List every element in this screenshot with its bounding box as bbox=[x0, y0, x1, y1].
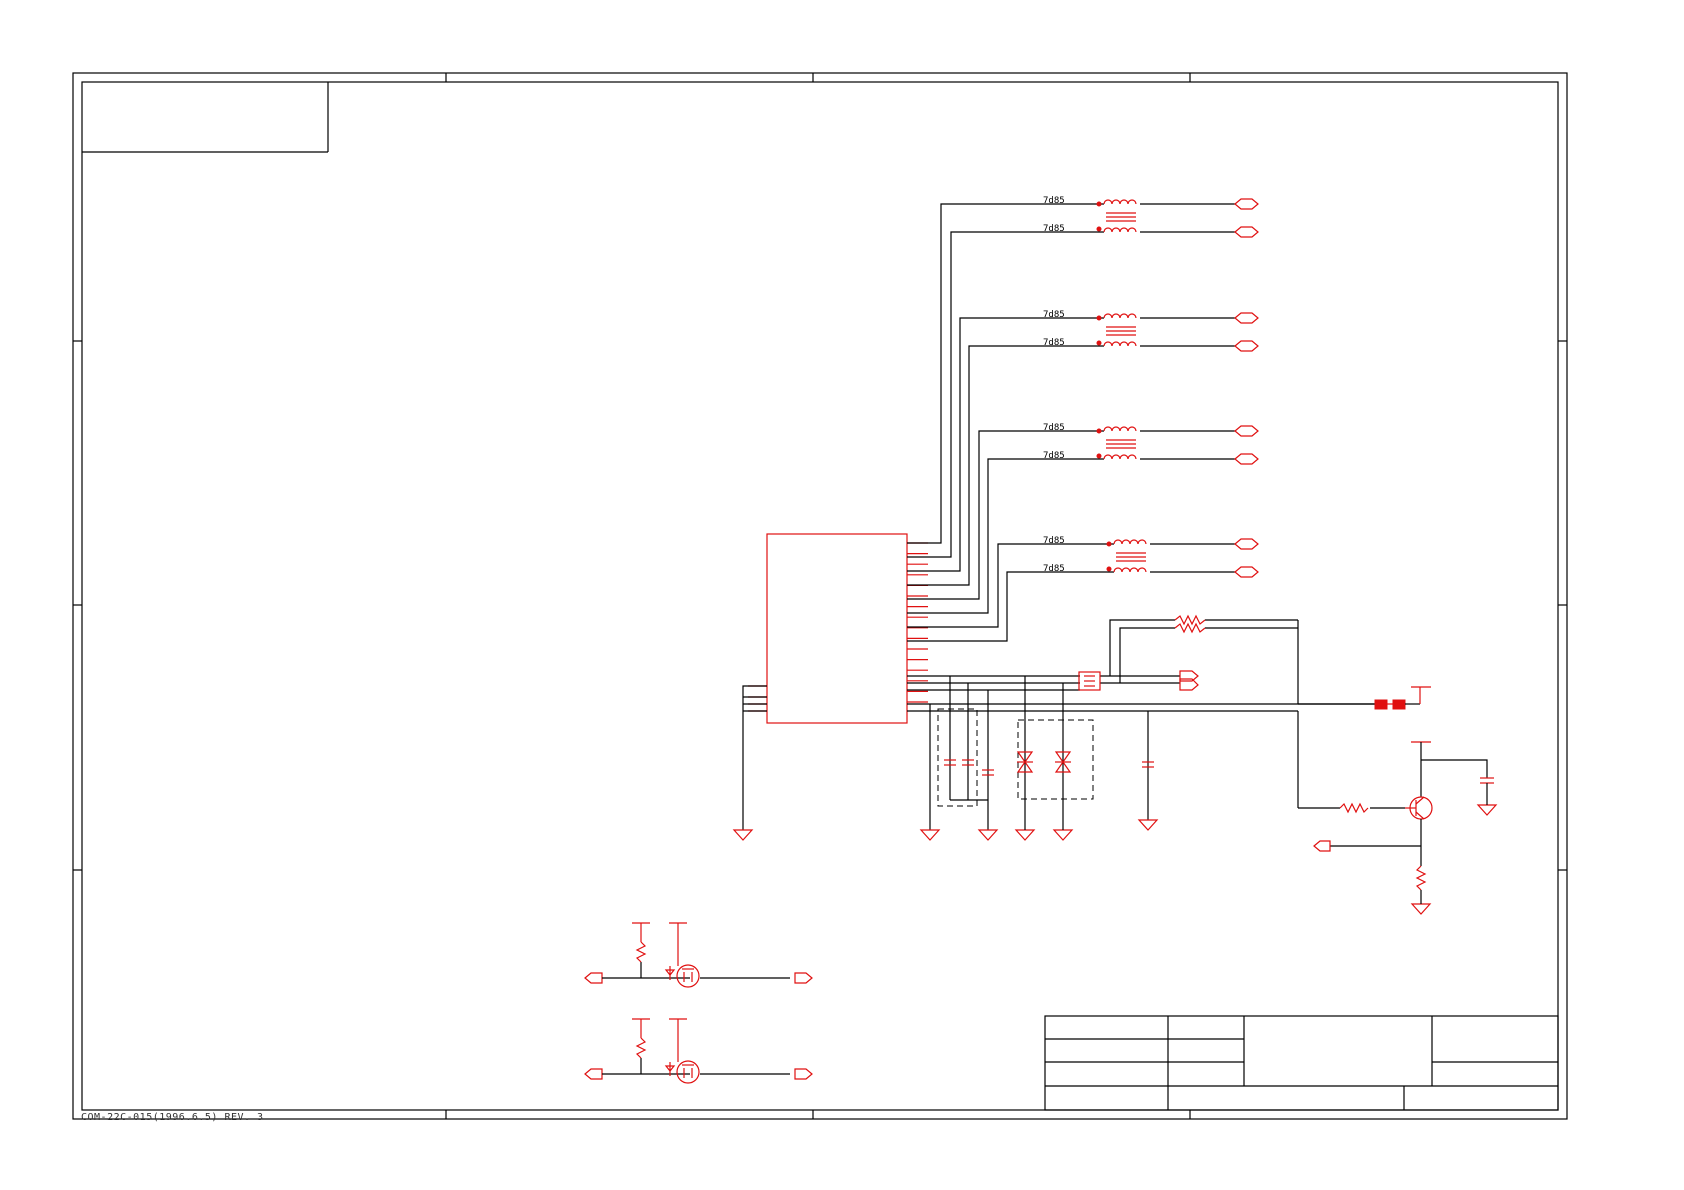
signal-wires bbox=[907, 203, 1235, 642]
net-label: 7d85 bbox=[1043, 536, 1065, 546]
net-label: 7d85 bbox=[1043, 338, 1065, 348]
port-icon bbox=[1234, 566, 1259, 578]
revision-box bbox=[82, 82, 329, 153]
port-icon bbox=[1234, 538, 1259, 550]
transformer-coil bbox=[1113, 567, 1147, 573]
common-mode-choke-icon bbox=[1078, 671, 1101, 691]
dot-icon bbox=[1106, 541, 1112, 547]
transformer-group bbox=[1096, 199, 1147, 573]
diode-icon bbox=[664, 969, 676, 976]
tvs-triangle bbox=[1054, 751, 1072, 764]
transformer-coil bbox=[1103, 341, 1137, 347]
ground-icon bbox=[1052, 829, 1074, 841]
ground-icon bbox=[977, 829, 999, 841]
port-icon bbox=[584, 972, 603, 984]
capacitor-icon bbox=[1142, 761, 1154, 768]
tvs-triangle bbox=[1054, 760, 1072, 773]
tvs-triangle bbox=[1016, 760, 1034, 773]
net-label: 7d85 bbox=[1043, 451, 1065, 461]
dot-icon bbox=[1096, 226, 1102, 232]
ground-icon bbox=[732, 829, 754, 841]
transformer-coil bbox=[1103, 426, 1137, 432]
fuse-icon bbox=[1298, 686, 1431, 710]
transformer-coil bbox=[1103, 454, 1137, 460]
ground-icon bbox=[1014, 829, 1036, 841]
tvs-diode-icon bbox=[1054, 751, 1072, 773]
port-icon bbox=[1234, 312, 1259, 324]
dot-icon bbox=[1096, 201, 1102, 207]
transformer-icon bbox=[1096, 313, 1137, 347]
transformer-icon bbox=[1096, 426, 1137, 460]
transformer-coil bbox=[1103, 199, 1137, 205]
dot-icon bbox=[1096, 428, 1102, 434]
port-icon bbox=[1234, 453, 1259, 465]
port-group bbox=[1234, 198, 1259, 578]
transformer-icon bbox=[1096, 199, 1137, 233]
sheet-footer: COM-22C-015(1996.6.5) REV. 3 bbox=[81, 1112, 264, 1123]
port-icon bbox=[1234, 425, 1259, 437]
port-icon bbox=[794, 972, 813, 984]
port-icon bbox=[794, 1068, 813, 1080]
capacitor-icon bbox=[944, 759, 956, 766]
ethernet-phy-ic bbox=[748, 533, 928, 724]
tvs-diode-group bbox=[1016, 751, 1072, 773]
ground-icon bbox=[1137, 819, 1159, 831]
port-icon bbox=[584, 1068, 603, 1080]
resistor-icon bbox=[635, 941, 647, 963]
transformer-coil bbox=[1103, 227, 1137, 233]
ground-group bbox=[732, 800, 1498, 915]
net-label: 7d85 bbox=[1043, 423, 1065, 433]
dot-icon bbox=[1106, 566, 1112, 572]
resistor-icon bbox=[1174, 614, 1206, 634]
transformer-coil bbox=[1103, 313, 1137, 319]
ground-icon bbox=[1410, 903, 1432, 915]
net-label: 7d85 bbox=[1043, 310, 1065, 320]
net-label: 7d85 bbox=[1043, 564, 1065, 574]
port-icon bbox=[1234, 198, 1259, 210]
lower-bus bbox=[907, 619, 1375, 830]
tvs-diode-icon bbox=[1016, 751, 1034, 773]
port-icon bbox=[1234, 226, 1259, 238]
transformer-coil bbox=[1113, 539, 1147, 545]
ic-ground-bus bbox=[742, 685, 767, 830]
net-label: 7d85 bbox=[1043, 224, 1065, 234]
transformer-icon bbox=[1106, 539, 1147, 573]
dot-icon bbox=[1096, 453, 1102, 459]
led-driver-circuit bbox=[1313, 741, 1494, 904]
connector-ports bbox=[1179, 670, 1199, 691]
resistor-icon bbox=[635, 1037, 647, 1059]
drawing-frame bbox=[72, 72, 1568, 1120]
title-block bbox=[1044, 1015, 1559, 1111]
mosfet-level-shifters bbox=[584, 922, 813, 1084]
net-labels: 7d85 7d85 7d85 7d85 7d85 7d85 7d85 7d85 bbox=[1043, 196, 1065, 574]
dot-icon bbox=[1096, 315, 1102, 321]
mosfet-icon bbox=[584, 922, 813, 988]
capacitor-icon bbox=[982, 769, 994, 776]
mosfet-icon bbox=[584, 1018, 813, 1084]
capacitor-icon bbox=[962, 759, 974, 766]
mosfet-body bbox=[676, 964, 700, 988]
mosfet-body bbox=[676, 1060, 700, 1084]
dashed-groups bbox=[937, 708, 1094, 807]
net-label: 7d85 bbox=[1043, 196, 1065, 206]
tvs-triangle bbox=[1016, 751, 1034, 764]
ground-icon bbox=[919, 829, 941, 841]
capacitor-group bbox=[944, 759, 1154, 801]
ground-icon bbox=[1476, 804, 1498, 816]
port-icon bbox=[1234, 340, 1259, 352]
diode-icon bbox=[664, 1065, 676, 1072]
dot-icon bbox=[1096, 340, 1102, 346]
